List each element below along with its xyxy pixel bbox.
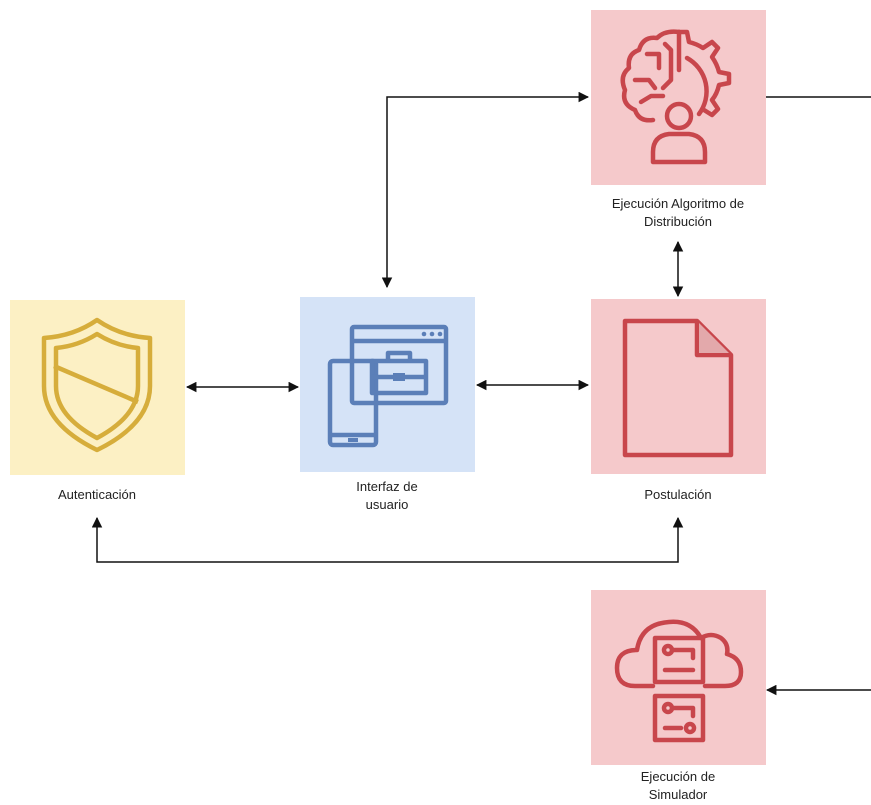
algorithm-node[interactable]: [591, 10, 766, 185]
connector-interface-algorithm: [381, 91, 590, 289]
document-icon: [591, 299, 766, 474]
cloud-server-icon: [591, 590, 766, 765]
application-node[interactable]: [591, 299, 766, 474]
authentication-label-line1: Autenticación: [57, 487, 137, 502]
algorithm-label-line1: Ejecución Algoritmo de: [611, 196, 745, 211]
authentication-label: Autenticación: [0, 486, 207, 504]
algorithm-label-line2: Distribución: [644, 214, 712, 229]
interface-label: Interfaz de usuario: [277, 478, 497, 514]
interface-label-line1: Interfaz de: [356, 479, 418, 494]
simulator-node[interactable]: [591, 590, 766, 765]
simulator-label-line1: Ejecución de: [640, 769, 716, 784]
application-label: Postulación: [568, 486, 788, 504]
app-interface-icon: [300, 297, 475, 472]
simulator-label-line2: Simulador: [648, 787, 708, 802]
interface-node[interactable]: [300, 297, 475, 472]
connector-auth-application: [91, 516, 684, 563]
application-label-line1: Postulación: [644, 487, 712, 502]
algorithm-label: Ejecución Algoritmo de Distribución: [568, 195, 788, 231]
ai-brain-gear-icon: [591, 10, 766, 185]
shield-icon: [10, 300, 185, 475]
simulator-label: Ejecución de Simulador: [568, 768, 788, 804]
interface-label-line2: usuario: [365, 497, 409, 512]
authentication-node[interactable]: [10, 300, 185, 475]
